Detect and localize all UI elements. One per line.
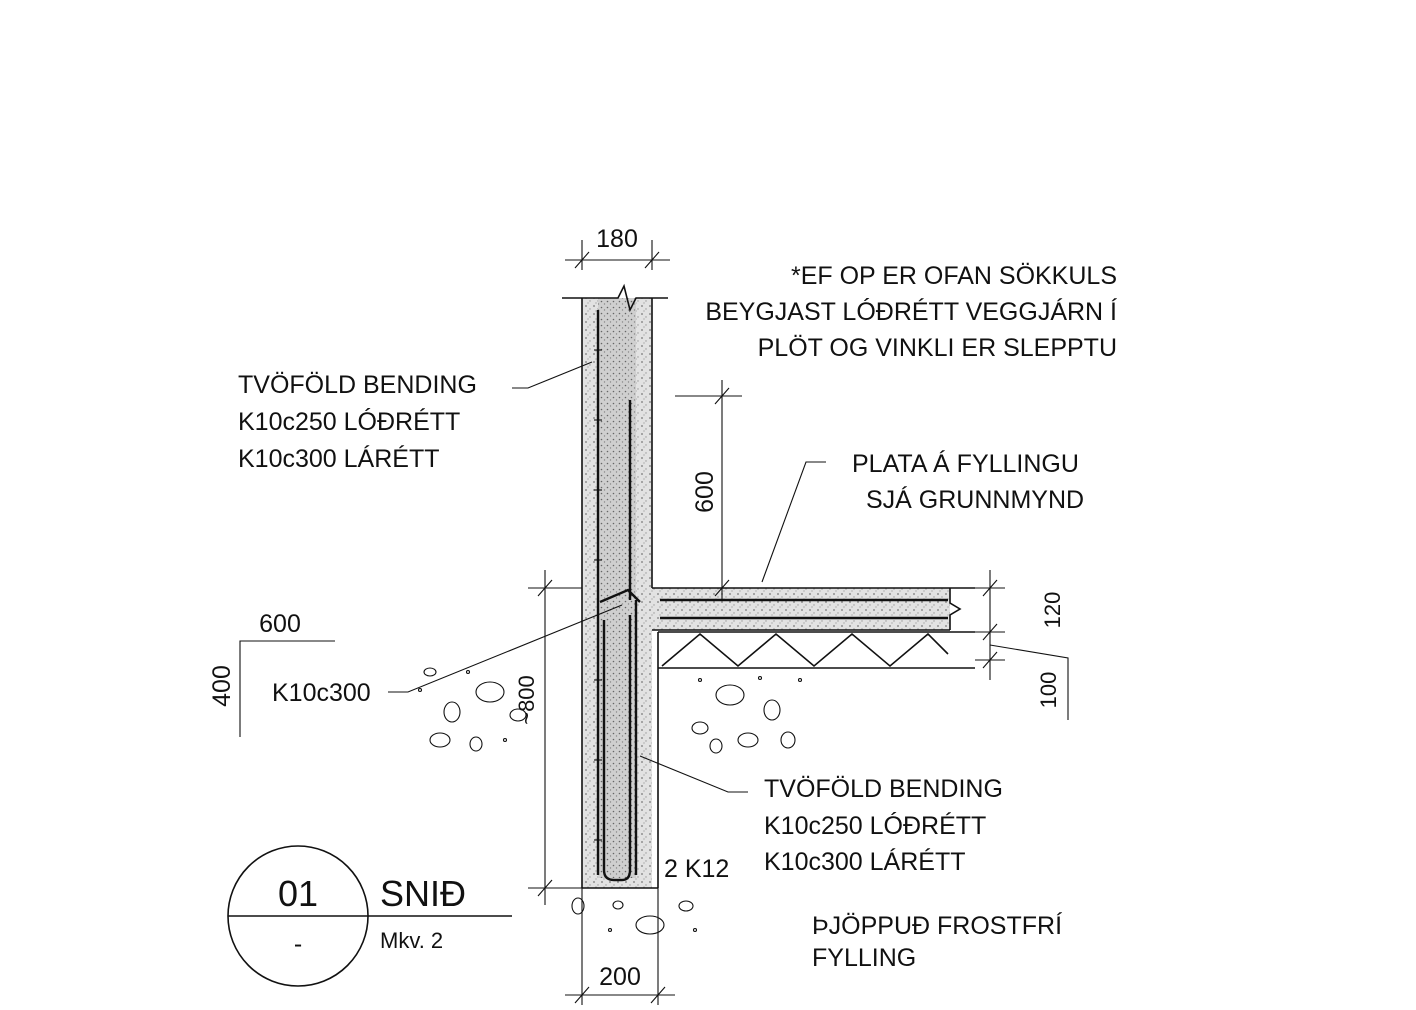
upper-wall-rebar-note: TVÖFÖLD BENDING K10c250 LÓÐRÉTT K10c300 …	[238, 371, 477, 473]
corner-bar-note: K10c300	[272, 679, 371, 707]
note-line: *EF OP ER OFAN SÖKKULS	[791, 262, 1117, 290]
floor-slab	[652, 587, 975, 631]
insulation-layer	[658, 631, 975, 669]
note-line: SJÁ GRUNNMYND	[866, 485, 1084, 514]
leader-lines	[388, 361, 826, 793]
section-sheet: -	[294, 930, 302, 958]
note-line: TVÖFÖLD BENDING	[764, 775, 1003, 803]
dim-label: 180	[596, 225, 638, 253]
section-number: 01	[278, 873, 318, 914]
dim-label: 600	[259, 610, 301, 638]
rebar-u-bar	[602, 615, 632, 882]
section-title: SNIÐ	[380, 873, 466, 914]
wall-break-line	[562, 283, 668, 313]
slab-break	[949, 588, 962, 630]
dimension-180: 180	[565, 225, 670, 270]
lower-wall-rebar-note: TVÖFÖLD BENDING K10c250 LÓÐRÉTT K10c300 …	[764, 775, 1003, 876]
dimension-200: 200	[565, 888, 675, 1005]
note-line: BEYGJAST LÓÐRÉTT VEGGJÁRN Í	[705, 297, 1117, 326]
dimension-120-100: 120 100	[975, 570, 1069, 720]
dim-label: 200	[599, 963, 641, 991]
note-line: FYLLING	[812, 944, 916, 972]
dimension-800: ~800	[514, 570, 582, 905]
gravel-fill	[417, 667, 803, 935]
note-line: K10c300 LÁRÉTT	[764, 847, 966, 876]
slab-concrete	[652, 588, 950, 630]
note-line: K10c300 LÁRÉTT	[238, 444, 440, 473]
note-line: K10c250 LÓÐRÉTT	[764, 811, 986, 840]
bottom-bars-note: 2 K12	[664, 855, 729, 883]
note-line: PLÖT OG VINKLI ER SLEPPTU	[758, 334, 1117, 362]
note-line: TVÖFÖLD BENDING	[238, 371, 477, 399]
section-tag: 01 - SNIÐ Mkv. 2	[227, 845, 512, 987]
wall	[562, 283, 668, 889]
dim-label: 600	[691, 471, 719, 513]
note-line: PLATA Á FYLLINGU	[852, 449, 1079, 478]
insulation-hatch	[661, 632, 949, 668]
dimension-600-lap: 600	[675, 380, 742, 600]
section-scale: Mkv. 2	[380, 928, 443, 953]
dim-label: ~800	[514, 675, 539, 725]
dim-label: 120	[1040, 592, 1065, 629]
ground-insulation-dims: 600 400	[208, 610, 335, 737]
note-line: ÞJÖPPUÐ FROSTFRÍ	[812, 911, 1062, 940]
dim-label: 400	[208, 665, 236, 707]
note-line: K10c250 LÓÐRÉTT	[238, 407, 460, 436]
dim-label: 100	[1036, 672, 1061, 709]
opening-note: *EF OP ER OFAN SÖKKULS BEYGJAST LÓÐRÉTT …	[705, 262, 1117, 362]
slab-note: PLATA Á FYLLINGU SJÁ GRUNNMYND	[852, 449, 1084, 514]
rebar-corner	[599, 588, 641, 604]
fill-note: ÞJÖPPUÐ FROSTFRÍ FYLLING	[812, 911, 1062, 972]
